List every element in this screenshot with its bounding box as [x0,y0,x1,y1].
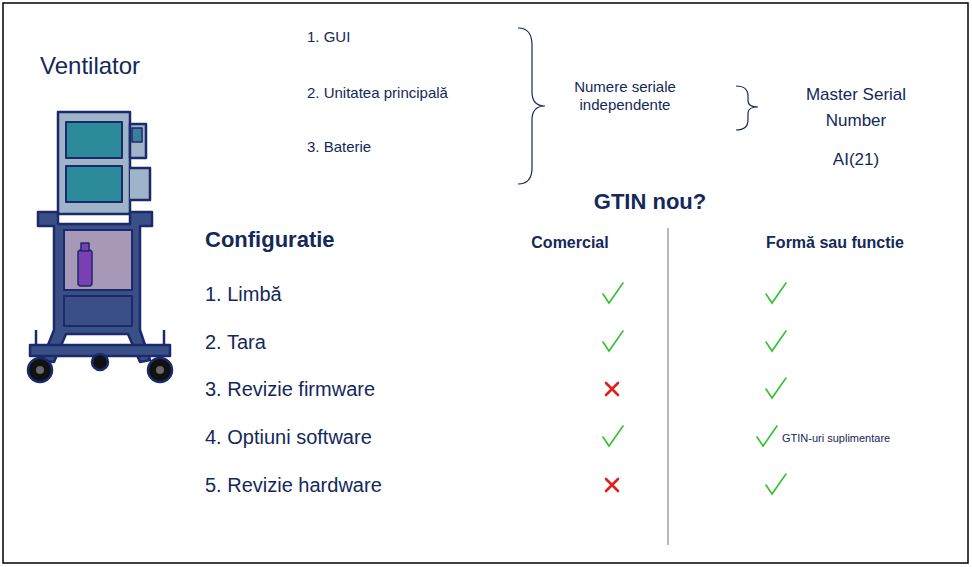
ai-code: AI(21) [833,150,879,170]
check-mark [766,283,786,303]
check-mark [766,331,786,351]
table-heading: Configuratie [205,227,335,253]
brace [518,28,545,184]
row-label: 4. Optiuni software [205,425,372,449]
row-label: 2. Tara [205,330,266,354]
brace-label: Numere seriale independente [555,78,695,114]
check-mark [757,426,777,446]
column-group-heading: GTIN nou? [594,189,706,215]
check-mark [603,283,623,303]
part-name: 3. Baterie [307,138,371,156]
row-label: 1. Limbă [205,282,282,306]
figure-title: Ventilator [40,52,140,81]
brace [736,86,758,130]
part-name: 2. Unitatea principală [307,84,448,102]
ventilator-illustration [28,112,172,382]
marks [603,283,786,494]
column-divider [667,228,668,545]
column-heading: Comercial [531,233,608,252]
cross-mark [606,383,618,395]
check-mark [766,474,786,494]
serial-label: Master Serial Number [791,82,921,135]
check-mark [603,426,623,446]
note: GTIN-uri suplimentare [782,432,890,445]
cross-mark [606,479,618,491]
check-mark [766,378,786,398]
row-label: 3. Revizie firmware [205,377,375,401]
row-label: 5. Revizie hardware [205,473,382,497]
check-mark [603,331,623,351]
part-name: 1. GUI [307,28,350,46]
column-heading: Formă sau functie [766,233,904,252]
slide-border [3,3,968,563]
